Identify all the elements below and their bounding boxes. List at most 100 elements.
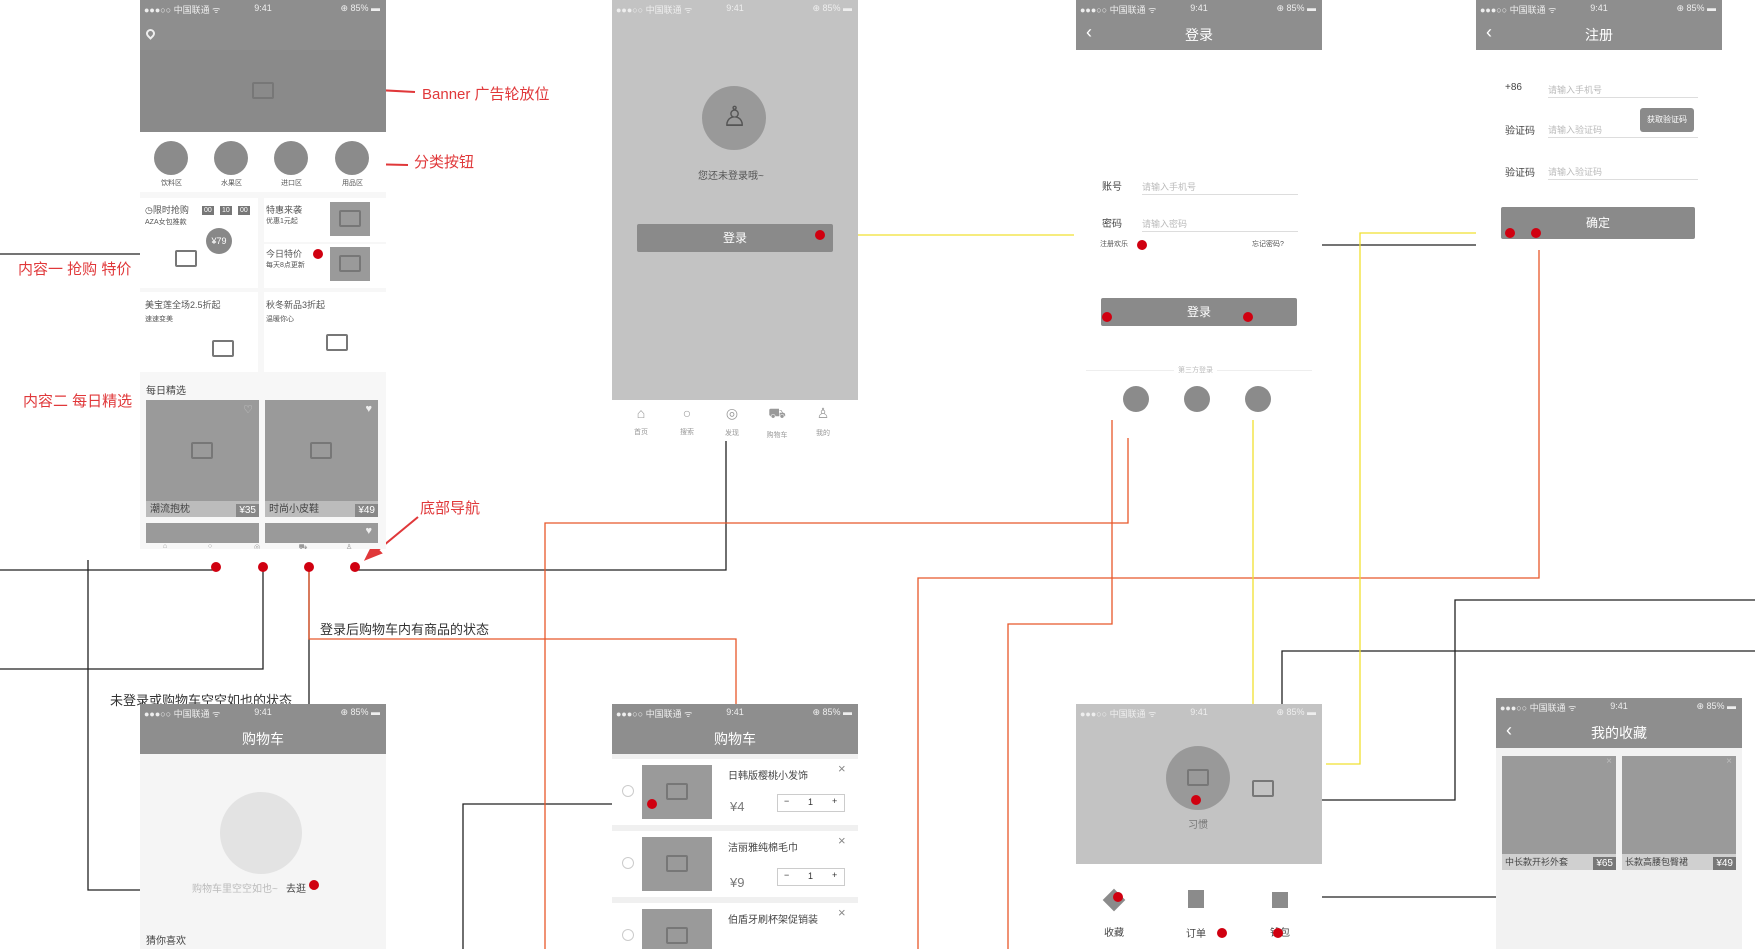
heart-icon[interactable]: ♡ (243, 404, 253, 416)
code-label: 验证码 (1505, 126, 1535, 137)
cart-item[interactable]: 伯盾牙刷杯架促销装 × (612, 903, 858, 949)
item-name: 长款高腰包臀裙 (1625, 857, 1689, 867)
user-name: 习惯 (1188, 820, 1208, 831)
connector-line (544, 438, 1129, 949)
login-button[interactable]: 登录 (1101, 298, 1297, 326)
flash-sale-card[interactable]: ◷限时抢购 AZA女包推款 00 10 00 ¥79 (140, 198, 258, 288)
get-code-button[interactable]: 获取验证码 (1640, 108, 1694, 132)
tab-discover[interactable]: ◎发现 (725, 405, 739, 437)
qty-value: 1 (808, 797, 814, 807)
import-icon[interactable] (274, 141, 308, 175)
wallet-icon[interactable] (1272, 892, 1288, 908)
special-card[interactable]: 特惠来袭 优惠1元起 (264, 198, 386, 242)
back-icon[interactable]: ‹ (1486, 22, 1492, 42)
menu-orders[interactable]: 订单 (1186, 929, 1206, 940)
menu-favorites[interactable]: 收藏 (1104, 928, 1124, 939)
tab-home[interactable]: ⌂首页 (162, 543, 168, 549)
product-card[interactable]: ♥ (265, 523, 378, 543)
annotation-tabbar: 底部导航 (420, 500, 481, 517)
product-card[interactable]: ♡ 潮流抱枕 ¥35 (146, 400, 259, 517)
navbar (1496, 698, 1742, 748)
select-radio[interactable] (622, 929, 634, 941)
account-input[interactable]: 请输入手机号 (1142, 182, 1197, 192)
code2-input[interactable]: 请输入验证码 (1548, 167, 1603, 177)
connector-line (1007, 320, 1113, 949)
status-bar: ●●●○○ 中国联通 ᯤ 9:41 ⊕ 85% ▬ (140, 0, 386, 18)
close-icon[interactable]: × (1606, 756, 1612, 767)
item-image (642, 765, 712, 819)
product-name: 时尚小皮鞋 (269, 504, 319, 515)
heart-icon[interactable]: ♥ (365, 525, 372, 537)
phone-input[interactable]: 请输入手机号 (1548, 85, 1603, 95)
fruit-icon[interactable] (214, 141, 248, 175)
tab-discover[interactable]: ◎发现 (253, 544, 261, 549)
divider (1548, 137, 1698, 138)
tab-home[interactable]: ⌂首页 (634, 405, 648, 436)
brand-card[interactable]: 美宝莲全场2.5折起 速速变美 (140, 292, 258, 372)
code-input[interactable]: 请输入验证码 (1548, 125, 1603, 135)
user-icon: ♙ (722, 101, 748, 132)
heart-icon[interactable]: ♥ (365, 403, 372, 415)
cart-item[interactable]: 洁丽雅纯棉毛巾 × ¥9 − 1 + (612, 831, 858, 897)
connector-dot (304, 562, 314, 572)
wechat-icon[interactable] (1184, 386, 1210, 412)
qty-stepper[interactable]: − 1 + (777, 868, 845, 886)
qty-stepper[interactable]: − 1 + (777, 794, 845, 812)
back-icon[interactable]: ‹ (1506, 720, 1512, 740)
annotation-banner: Banner 广告轮放位 (422, 86, 550, 103)
tab-label: 搜索 (680, 429, 694, 436)
profile-bg (612, 0, 858, 400)
favorite-item[interactable]: × 长款高腰包臀裙 ¥49 (1622, 756, 1736, 870)
tab-search[interactable]: ○搜索 (207, 543, 213, 549)
confirm-button[interactable]: 确定 (1501, 207, 1695, 239)
login-screen: ●●●○○ 中国联通 ᯤ 9:41 ⊕ 85% ▬ ‹ 登录 账号 请输入手机号… (1076, 0, 1322, 420)
forgot-password-link[interactable]: 忘记密码? (1252, 241, 1284, 248)
item-price: ¥9 (730, 875, 745, 890)
minus-button[interactable]: − (784, 796, 790, 806)
product-card[interactable]: ♥ 时尚小皮鞋 ¥49 (265, 400, 378, 517)
close-icon[interactable]: × (838, 761, 846, 776)
product-footer (146, 501, 259, 517)
go-shopping-link[interactable]: 去逛 (286, 884, 306, 895)
tab-mine[interactable]: ♙我的 (816, 405, 830, 437)
close-icon[interactable]: × (838, 833, 846, 848)
cart-item[interactable]: 日韩版樱桃小发饰 × ¥4 − 1 + (612, 759, 858, 825)
orders-icon[interactable] (1188, 890, 1204, 908)
minus-button[interactable]: − (784, 870, 790, 880)
cart-empty-screen: ●●●○○ 中国联通 ᯤ 9:41 ⊕ 85% ▬ 购物车 购物车里空空如也~ … (140, 704, 386, 949)
drink-icon[interactable] (154, 141, 188, 175)
connector-dot (1505, 228, 1515, 238)
close-icon[interactable]: × (1726, 756, 1732, 767)
daily-special-card[interactable]: 今日特价 每天8点更新 (264, 244, 386, 288)
image-icon (191, 442, 213, 459)
login-button[interactable]: 登录 (637, 224, 833, 252)
empty-cart-text: 购物车里空空如也~ (192, 884, 278, 895)
favorite-item[interactable]: × 中长款开衫外套 ¥65 (1502, 756, 1616, 870)
season-card[interactable]: 秋冬新品3折起 温暖你心 (264, 292, 386, 372)
tab-mine[interactable]: ♙我的 (345, 544, 353, 549)
product-card[interactable] (146, 523, 259, 543)
register-link[interactable]: 注册欢乐 (1100, 241, 1128, 248)
daily-image (330, 247, 370, 281)
qq-icon[interactable] (1245, 386, 1271, 412)
tab-search[interactable]: ○搜索 (680, 405, 694, 436)
plus-button[interactable]: + (832, 796, 838, 806)
country-code[interactable]: +86 (1505, 82, 1522, 93)
select-radio[interactable] (622, 785, 634, 797)
back-icon[interactable]: ‹ (1086, 22, 1092, 42)
select-radio[interactable] (622, 857, 634, 869)
close-icon[interactable]: × (838, 905, 846, 920)
tab-label: 首页 (634, 429, 648, 436)
plus-button[interactable]: + (832, 870, 838, 880)
goods-icon[interactable] (335, 141, 369, 175)
banner[interactable] (140, 50, 386, 132)
tab-cart[interactable]: ⛟购物车 (766, 405, 788, 439)
product-footer (265, 501, 378, 517)
weibo-icon[interactable] (1123, 386, 1149, 412)
category-label: 水果区 (221, 180, 242, 187)
countdown-min: 10 (220, 206, 232, 215)
connector-dot (815, 230, 825, 240)
password-input[interactable]: 请输入密码 (1142, 219, 1188, 229)
item-price: ¥4 (730, 799, 745, 814)
tab-cart[interactable]: ⛟购物车 (298, 544, 308, 549)
